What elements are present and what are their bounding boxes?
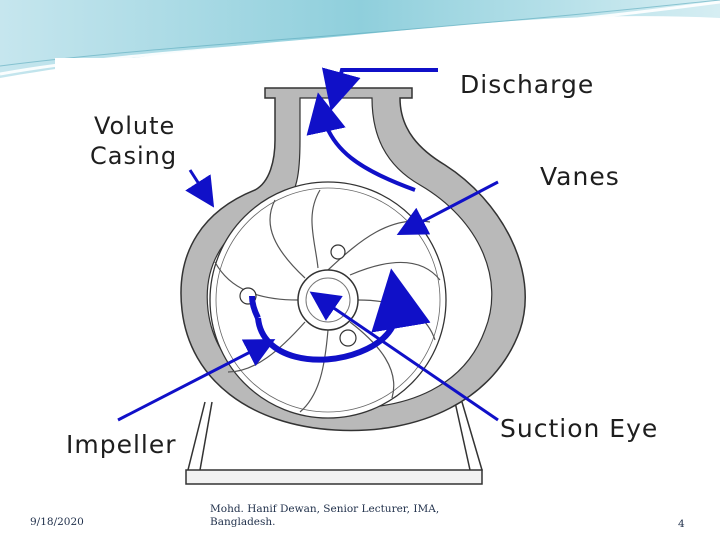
discharge-outlet-arrow [321,67,438,112]
volute-flow-arrow [306,92,416,192]
vanes-label: Vanes [540,162,620,191]
volute-casing-label-line1: Volute [94,112,176,140]
discharge-label: Discharge [460,70,595,99]
suction-eye-leader-line [309,291,499,422]
footer-author-line1: Mohd. Hanif Dewan, Senior Lecturer, IMA, [210,503,440,515]
footer-author-line2: Bangladesh. [210,516,276,529]
footer-date: 9/18/2020 [30,516,84,528]
impeller-leader-line [117,339,276,422]
impeller-label: Impeller [66,430,177,459]
vanes-leader-line [396,180,499,235]
footer-author: Mohd. Hanif Dewan, Senior Lecturer, IMA,… [210,503,439,529]
suction-eye-label: Suction Eye [500,414,659,443]
volute-casing-label-line2: Casing [90,142,178,170]
volute-leader-line [185,169,215,208]
pump-base [185,401,483,485]
slide-number: 4 [678,518,685,530]
label-leader-lines [117,169,499,422]
